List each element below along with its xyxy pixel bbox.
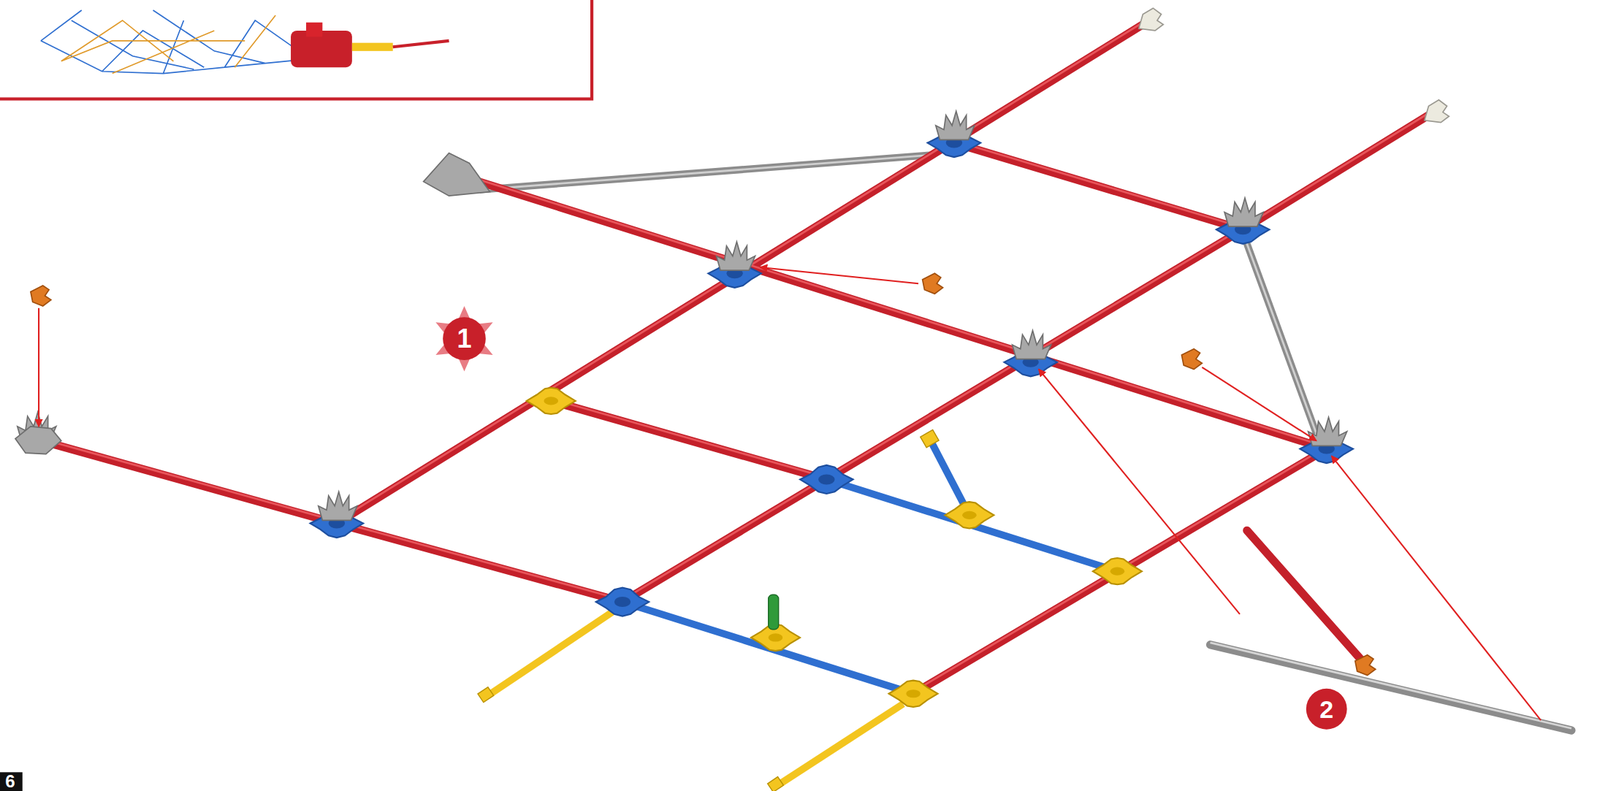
callout-number: 1 [456, 325, 472, 353]
page-number: 6 [5, 772, 15, 791]
callout-number: 2 [1319, 696, 1334, 722]
